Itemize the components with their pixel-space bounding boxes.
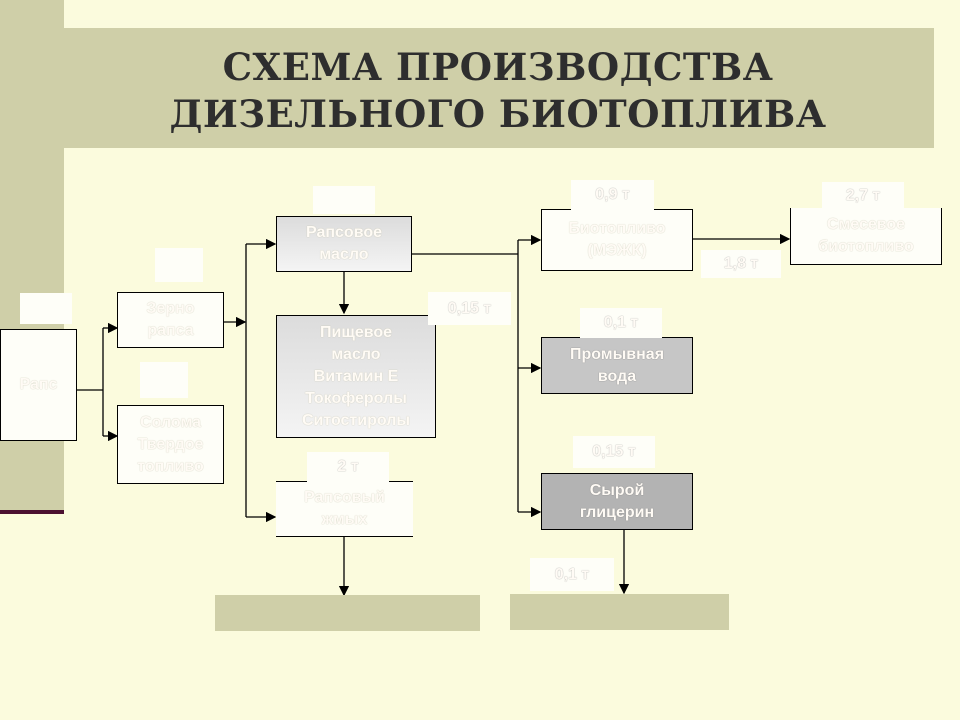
tag-blended-qty: 2,7 т [822, 182, 904, 210]
tag-wash-water-qty-text: 0,1 т [603, 314, 639, 331]
node-crude-glycerin: Сырой глицерин [541, 473, 693, 530]
node-straw-label: Солома Твердое топливо [137, 413, 204, 475]
node-crude-glycerin-label: Сырой глицерин [579, 481, 655, 521]
tag-biodiesel-qty-text: 0,9 т [595, 186, 630, 203]
tag-glycerin-qty: 0,15 т [573, 436, 655, 468]
node-blended-biofuel: Смесевое биотопливо [790, 208, 942, 265]
node-food-oil: Пищевое масло Витамин Е Токоферолы Ситос… [276, 315, 436, 438]
title-line-1: СХЕМА ПРОИЗВОДСТВА [222, 45, 774, 89]
node-wash-water: Промывная вода [541, 337, 693, 394]
node-wash-water-label: Промывная вода [569, 345, 665, 385]
node-blended-biofuel-label: Смесевое биотопливо [818, 216, 914, 255]
node-rapeseed-oil-label: Рапсовое масло [306, 224, 382, 263]
slide-title: СХЕМА ПРОИЗВОДСТВА ДИЗЕЛЬНОГО БИОТОПЛИВА [62, 44, 934, 138]
tag-grain-empty [155, 248, 203, 282]
node-rapeseed-cake: Рапсовый жмых [276, 481, 413, 537]
node-rapeseed-oil: Рапсовое масло [276, 216, 412, 272]
tag-glycerin-output-qty-text: 0,1 т [554, 565, 590, 583]
tag-biodiesel-qty: 0,9 т [571, 180, 654, 210]
node-food-oil-label: Пищевое масло Витамин Е Токоферолы Ситос… [301, 323, 411, 429]
node-rapeseed-cake-label: Рапсовый жмых [303, 489, 386, 528]
node-grain-label: Зерно рапса [146, 300, 195, 339]
left-decor-line [0, 510, 64, 514]
node-biodiesel-label: Биотопливо (МЭЖК) [568, 220, 666, 259]
tag-blend-input-qty: 1,8 т [701, 250, 781, 278]
title-band [62, 28, 934, 148]
tag-blend-input-qty-text: 1,8 т [723, 255, 759, 272]
node-grain: Зерно рапса [117, 292, 224, 348]
tag-wash-water-qty: 0,1 т [580, 308, 662, 338]
tag-oil-output-qty-text: 0,15 т [447, 299, 492, 317]
tag-glycerin-output-qty: 0,1 т [530, 558, 614, 591]
node-raps: Рапс [0, 329, 77, 441]
tag-cake-qty: 2 т [307, 452, 389, 482]
output-box-cake [215, 595, 480, 631]
tag-raps-empty [20, 293, 72, 324]
tag-cake-qty-text: 2 т [337, 458, 359, 475]
node-biodiesel: Биотопливо (МЭЖК) [541, 209, 693, 271]
output-box-glycerin [510, 594, 729, 630]
tag-blended-qty-text: 2,7 т [845, 187, 881, 204]
tag-straw-empty [140, 362, 188, 398]
node-raps-label: Рапс [19, 376, 58, 393]
tag-oil-empty [313, 186, 375, 214]
node-straw: Солома Твердое топливо [117, 405, 224, 484]
tag-glycerin-qty-text: 0,15 т [592, 443, 636, 460]
tag-oil-output-qty: 0,15 т [428, 292, 511, 325]
title-line-2: ДИЗЕЛЬНОГО БИОТОПЛИВА [169, 92, 827, 136]
